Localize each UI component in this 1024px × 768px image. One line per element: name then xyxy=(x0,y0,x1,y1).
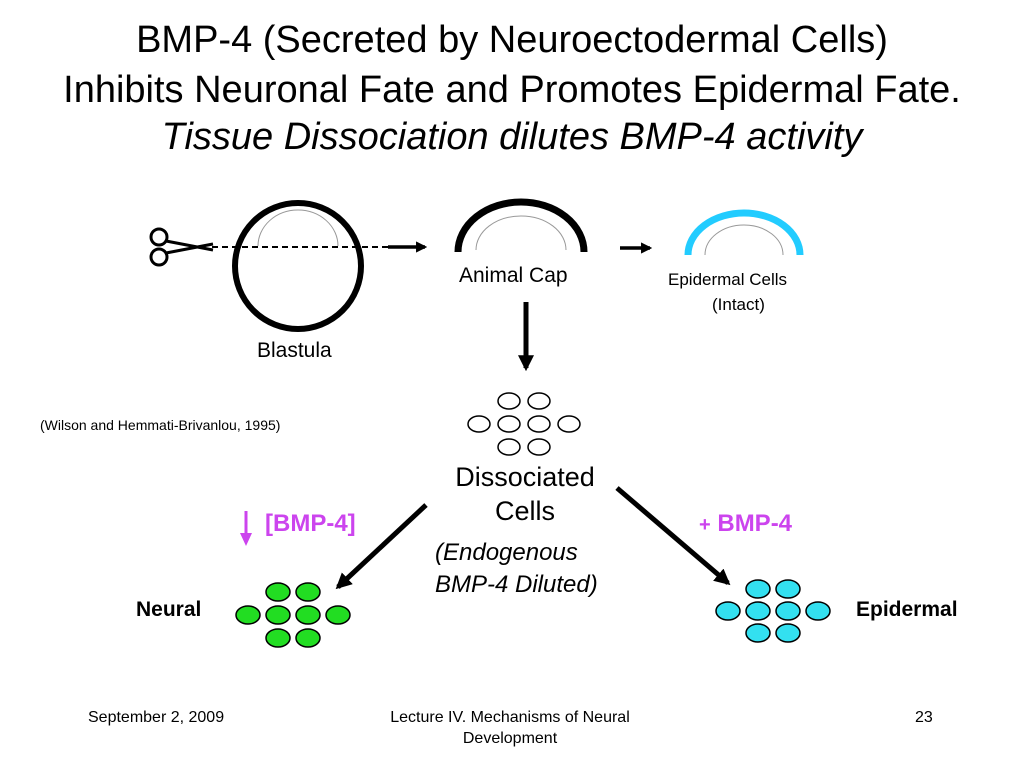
footer-lecture-line-2: Development xyxy=(462,730,558,747)
animal-cap-shape xyxy=(454,198,588,253)
neural-cell-cluster xyxy=(235,582,351,648)
footer-lecture: Lecture IV. Mechanisms of Neural Develop… xyxy=(350,707,670,749)
arrow-to-epidermal xyxy=(615,486,731,586)
blastula-label: Blastula xyxy=(257,339,332,362)
dissociated-label-line-1: Dissociated xyxy=(455,462,595,492)
bmp-decreased-label: [BMP-4] xyxy=(265,510,356,537)
title-line-3: Tissue Dissociation dilutes BMP-4 activi… xyxy=(161,116,863,158)
epidermal-cap-inner-outline xyxy=(704,224,784,256)
arrow-to-neural xyxy=(335,503,428,590)
dissociated-cells-label: Dissociated Cells xyxy=(420,460,630,528)
bmp-added-text: BMP-4 xyxy=(717,510,793,537)
title-line-2: Inhibits Neuronal Fate and Promotes Epid… xyxy=(63,69,961,111)
endogenous-line-2: BMP-4 Diluted) xyxy=(435,571,598,598)
animal-cap-label: Animal Cap xyxy=(459,264,568,287)
dissociated-cell-cluster xyxy=(467,392,581,456)
footer-date: September 2, 2009 xyxy=(88,709,225,726)
title-line-1: BMP-4 (Secreted by Neuroectodermal Cells… xyxy=(136,19,888,61)
footer-page-number: 23 xyxy=(915,709,933,726)
scissors-icon xyxy=(149,227,214,267)
neural-label: Neural xyxy=(136,598,202,621)
dissociated-label-line-2: Cells xyxy=(494,496,555,526)
epidermal-cells-label: Epidermal Cells xyxy=(668,270,788,289)
footer-lecture-line-1: Lecture IV. Mechanisms of Neural xyxy=(390,709,630,726)
citation: (Wilson and Hemmati-Brivanlou, 1995) xyxy=(40,417,281,433)
epidermal-cap-intact xyxy=(684,209,804,256)
endogenous-line-1: (Endogenous xyxy=(435,539,578,566)
animal-cap-inner-outline xyxy=(475,215,567,251)
bmp-added-label: + BMP-4 xyxy=(699,510,792,538)
decrease-arrow-icon xyxy=(240,511,252,546)
endogenous-note: (Endogenous BMP-4 Diluted) xyxy=(435,537,598,601)
plus-sign: + xyxy=(699,514,711,536)
blastula-embryo xyxy=(232,200,364,332)
intact-label: (Intact) xyxy=(712,295,765,314)
blastocoel-outline xyxy=(257,209,339,247)
epidermal-cell-cluster xyxy=(715,579,831,643)
epidermal-label: Epidermal xyxy=(856,598,958,621)
